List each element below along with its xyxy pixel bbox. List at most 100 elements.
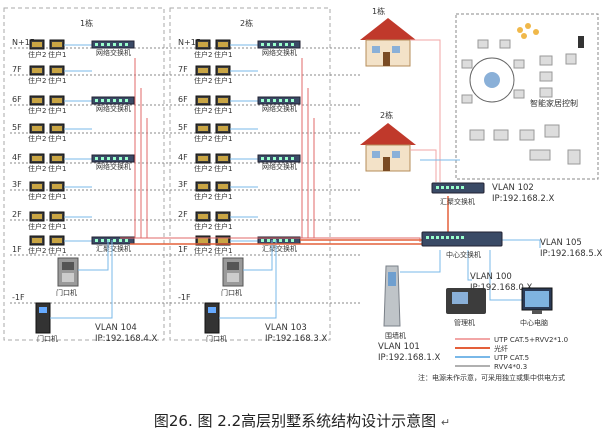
switch-label: 汇聚交换机 [262, 244, 297, 253]
aggregation-switch: 汇聚交换机 [91, 236, 135, 253]
vlan-105-ip: IP:192.168.5.X [540, 249, 602, 259]
vlan-102-ip: IP:192.168.2.X [492, 194, 554, 204]
building-1-vlan: VLAN 104 [95, 323, 137, 333]
backbone-links [130, 39, 541, 301]
building-1-label: 1栋 [80, 18, 93, 28]
switch-label: 网络交换机 [262, 48, 297, 57]
center-pc-label: 中心电脑 [520, 318, 548, 327]
indoor-unit: 住户2 [194, 181, 212, 201]
house-1-label: 1栋 [372, 6, 385, 16]
indoor-unit: 住户2 [194, 211, 212, 231]
floor-label: -1F [12, 293, 25, 302]
unit-label: 住户1 [48, 222, 66, 231]
floor-label: 7F [12, 65, 22, 74]
switch-label: 网络交换机 [262, 104, 297, 113]
legend-note: 注：电源未作示意，可采用独立或集中供电方式 [418, 373, 565, 382]
indoor-unit: 住户2 [194, 123, 212, 143]
aggregation-switch: 汇聚交换机 [257, 236, 301, 253]
switch-label: 网络交换机 [262, 162, 297, 171]
door-station-1-1f: 门口机 [56, 257, 79, 297]
unit-label: 住户2 [194, 106, 212, 115]
vlan-102-label: VLAN 102 [492, 183, 534, 193]
building-1-frame [3, 7, 165, 341]
unit-label: 住户2 [194, 222, 212, 231]
network-switch: 网络交换机 [91, 40, 135, 57]
unit-label: 住户1 [48, 106, 66, 115]
indoor-unit: 住户1 [214, 211, 232, 231]
floor-label: 2F [12, 210, 22, 219]
door-station-links [50, 240, 277, 319]
indoor-unit: 住户2 [28, 211, 46, 231]
unit-label: 住户2 [194, 164, 212, 173]
indoor-unit: 住户1 [214, 65, 232, 85]
floor-label: 4F [12, 153, 22, 162]
indoor-unit: 住户2 [28, 65, 46, 85]
house-1: 1栋 [360, 6, 416, 67]
unit-label: 住户2 [28, 76, 46, 85]
unit-label: 住户1 [48, 246, 66, 255]
core-switch: 中心交换机 [421, 231, 503, 259]
building-2-vlan: VLAN 103 [265, 323, 307, 333]
core-switch-label: 中心交换机 [446, 250, 481, 259]
building-1-ip: IP:192.168.4.X [95, 334, 157, 344]
unit-label: 住户1 [48, 192, 66, 201]
vlan-100-ip: IP:192.168.0.X [470, 283, 532, 293]
indoor-unit: 住户1 [214, 181, 232, 201]
switch-label: 汇聚交换机 [96, 244, 131, 253]
unit-label: 住户2 [194, 192, 212, 201]
unit-label: 住户1 [48, 50, 66, 59]
vlan-100-label: VLAN 100 [470, 272, 512, 282]
house-2-label: 2栋 [380, 110, 393, 120]
unit-label: 住户1 [214, 134, 232, 143]
aggregation-switch-right-label: 汇聚交换机 [440, 197, 475, 206]
door-station-label: 门口机 [37, 334, 58, 343]
indoor-unit: 住户1 [214, 235, 232, 255]
network-switch: 网络交换机 [91, 96, 135, 113]
indoor-unit: 住户1 [48, 211, 66, 231]
unit-label: 住户1 [214, 76, 232, 85]
door-station-1-b1: 门口机 [35, 302, 58, 343]
unit-label: 住户2 [28, 50, 46, 59]
network-switch: 网络交换机 [257, 40, 301, 57]
figure-title: 图 2.2高层别墅系统结构设计示意图 [197, 412, 437, 430]
indoor-unit: 住户1 [48, 235, 66, 255]
switch-label: 网络交换机 [96, 104, 131, 113]
indoor-unit: 住户2 [28, 181, 46, 201]
indoor-unit: 住户2 [28, 123, 46, 143]
floor-label: -1F [178, 293, 191, 302]
unit-label: 住户1 [214, 164, 232, 173]
building-2-frame [169, 7, 331, 341]
indoor-unit: 住户1 [214, 153, 232, 173]
unit-label: 住户1 [214, 106, 232, 115]
smart-home-label: 智能家居控制 [530, 98, 578, 108]
floor-label: 5F [178, 123, 188, 132]
unit-label: 住户2 [28, 106, 46, 115]
door-station-label: 门口机 [56, 288, 77, 297]
indoor-unit: 住户2 [194, 153, 212, 173]
indoor-unit: 住户1 [214, 95, 232, 115]
switch-label: 网络交换机 [96, 48, 131, 57]
legend-item-utp-rvv: UTP CAT.5+RVV2*1.0 [494, 336, 568, 344]
floor-label: N+1F [178, 38, 201, 47]
guard-terminal-label: 围墙机 [385, 331, 406, 340]
floor-label: 7F [178, 65, 188, 74]
indoor-unit: 住户1 [214, 39, 232, 59]
floor-label: 5F [12, 123, 22, 132]
paragraph-mark-icon: ↵ [440, 416, 451, 429]
unit-label: 住户2 [28, 222, 46, 231]
network-switch: 网络交换机 [257, 154, 301, 171]
indoor-unit: 住户1 [48, 153, 66, 173]
unit-label: 住户2 [28, 192, 46, 201]
building-1-floor-labels: N+1F 7F 6F 5F 4F 3F 2F 1F -1F [12, 38, 35, 302]
riser-lines [120, 58, 421, 242]
floor-label: 3F [12, 180, 22, 189]
switch-label: 网络交换机 [96, 162, 131, 171]
guard-terminal: 围墙机 VLAN 101 IP:192.168.1.X [378, 265, 440, 363]
legend-item-fiber: 光纤 [494, 344, 508, 353]
building-2-ip: IP:192.168.3.X [265, 334, 327, 344]
vlan-105-label: VLAN 105 [540, 238, 582, 248]
indoor-unit: 住户2 [194, 65, 212, 85]
smart-home-panel: 智能家居控制 [455, 13, 599, 180]
